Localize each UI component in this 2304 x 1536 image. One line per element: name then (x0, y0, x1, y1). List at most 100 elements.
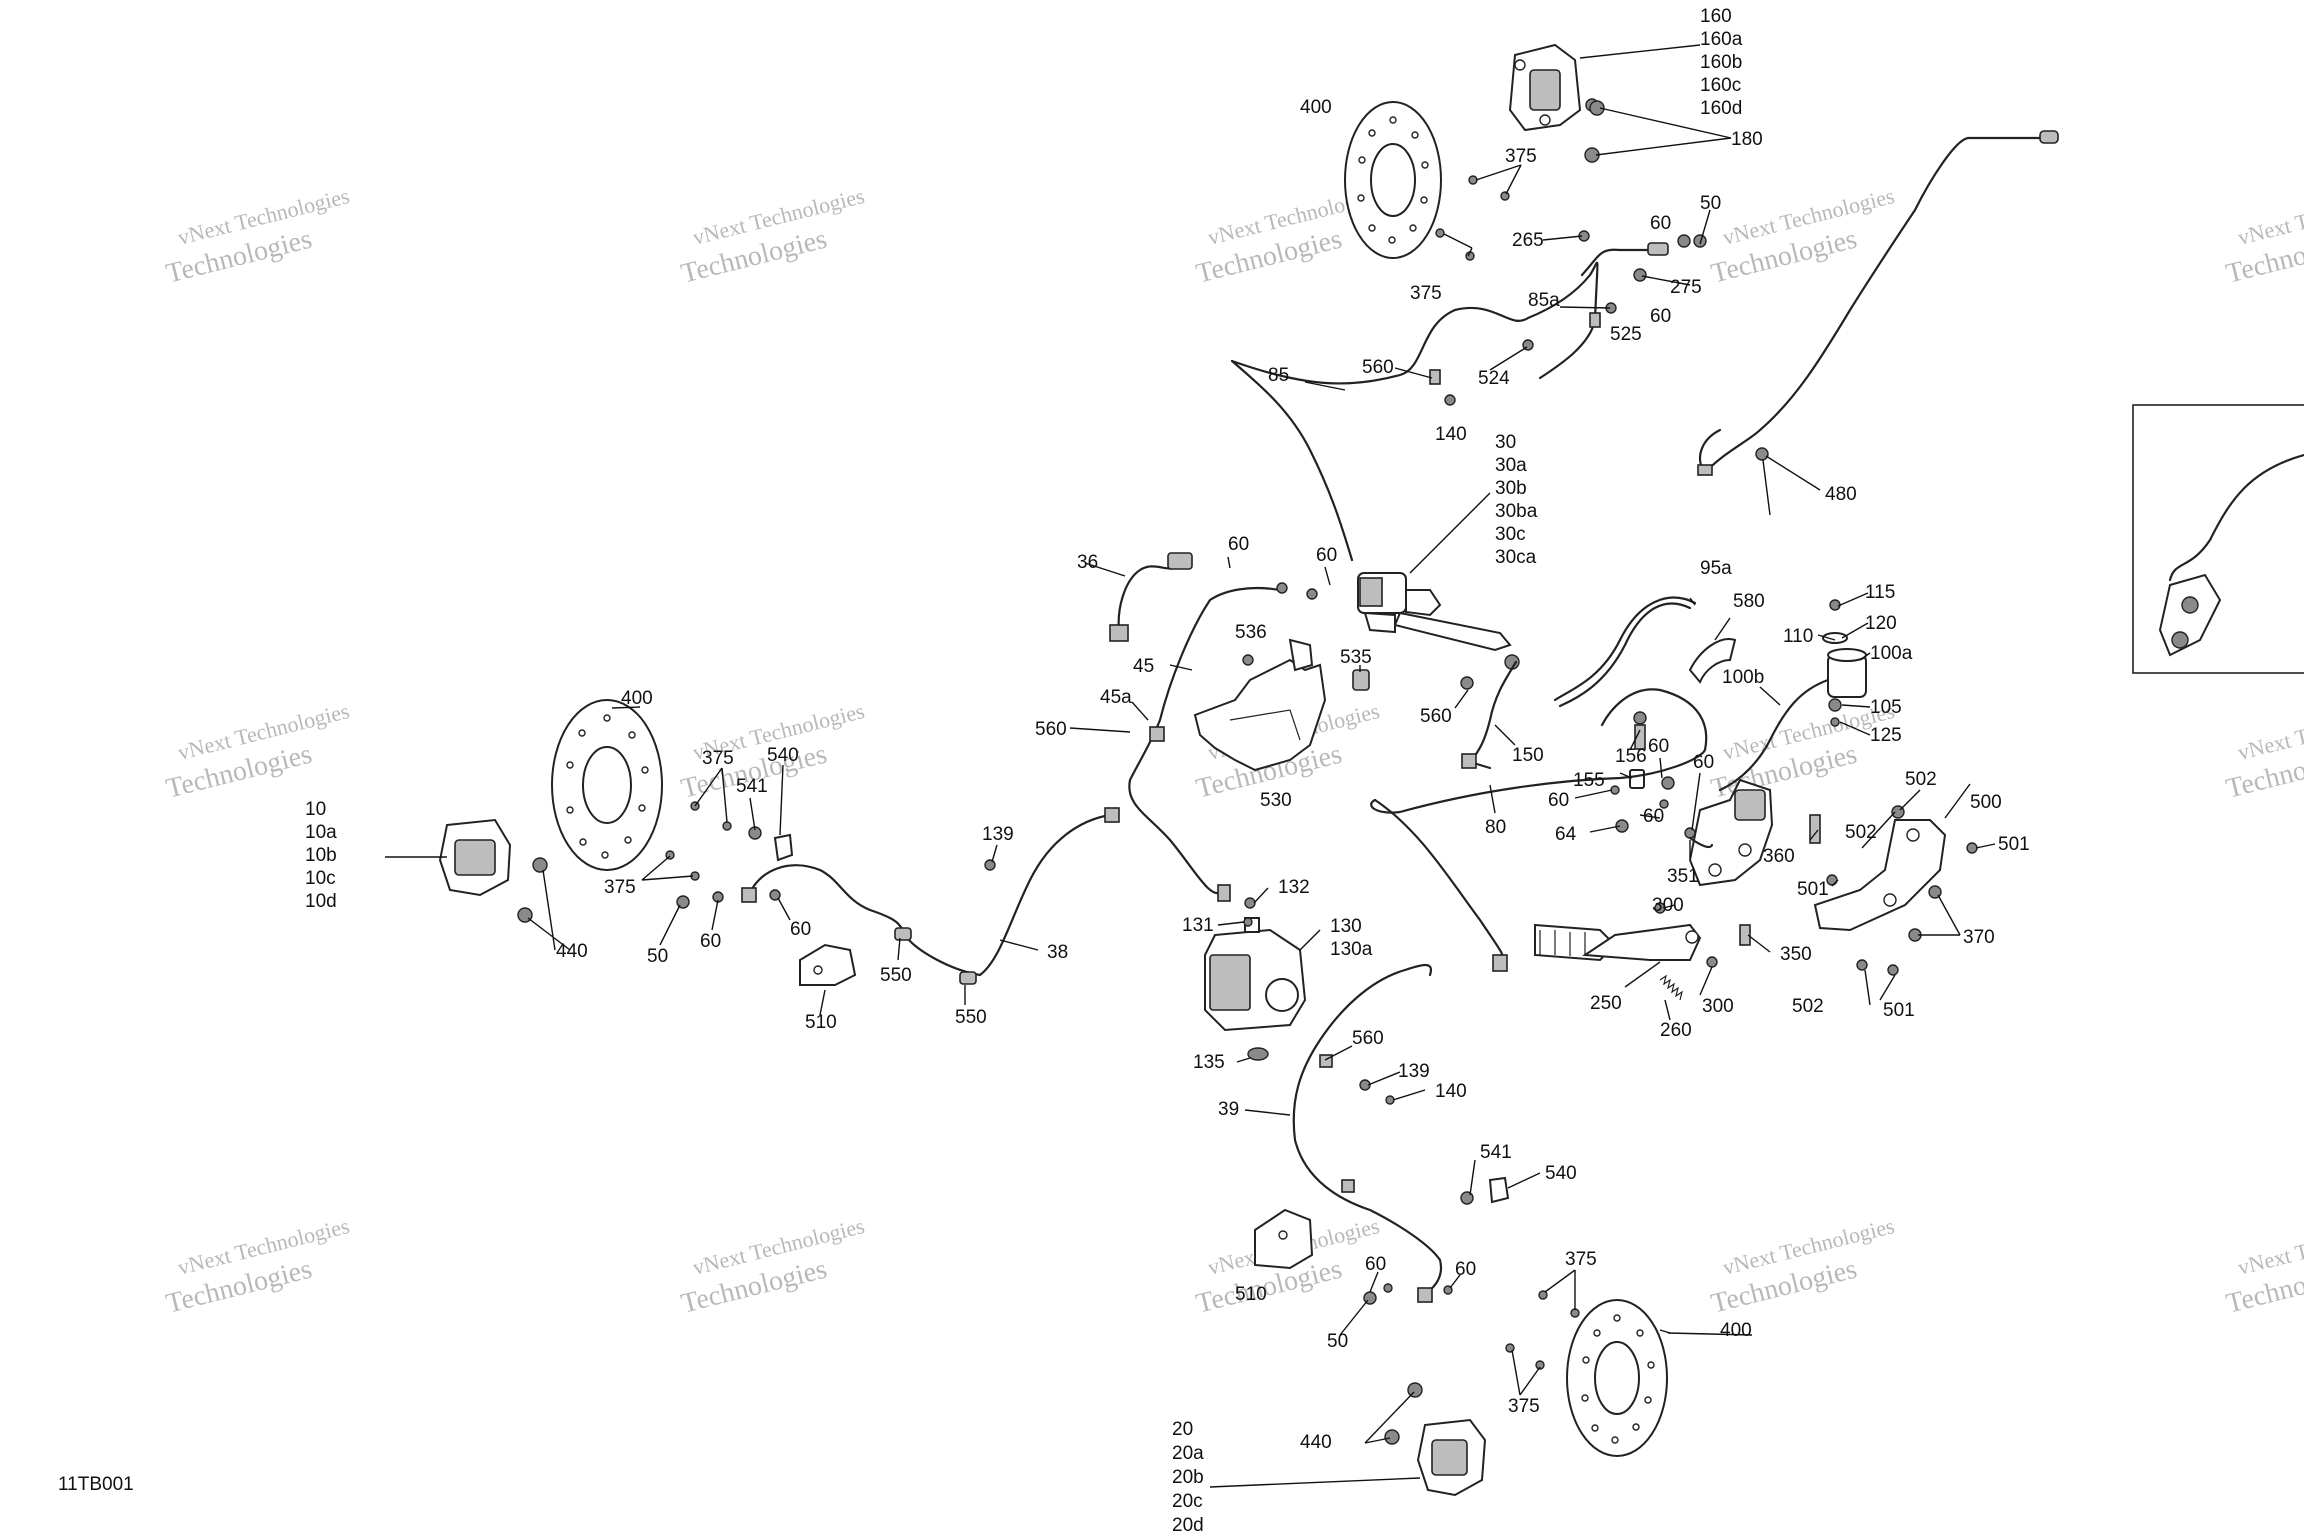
callout-560: 560 (1420, 706, 1452, 727)
callout-275: 275 (1670, 277, 1702, 298)
brake-disc-bottom (1566, 1299, 1668, 1457)
sensor-36 (1109, 552, 1193, 642)
callout-375: 375 (1565, 1249, 1597, 1270)
callout-36: 36 (1077, 552, 1098, 573)
callout-500: 500 (1970, 792, 2002, 813)
callout-85a: 85a (1528, 290, 1560, 311)
callout-265: 265 (1512, 230, 1544, 251)
callout-132: 132 (1278, 877, 1310, 898)
svg-text:vNext Technologies: vNext Technologies (2235, 183, 2304, 250)
brake-caliper-left (438, 818, 548, 923)
callout-10: 10 (305, 799, 326, 820)
watermark: vNext Technologies Technologies (2223, 183, 2304, 290)
hose-95a (1553, 596, 1697, 708)
callout-400-bottom: 400 (1720, 1320, 1752, 1341)
callout-501: 501 (1883, 1000, 1915, 1021)
brake-pedal-250 (1534, 923, 1702, 962)
callout-540: 540 (1545, 1163, 1577, 1184)
brake-line-85 (1230, 242, 1669, 562)
callout-labels: 160 160a 160b 160c 160d 400 180 375 375 … (58, 6, 2030, 1536)
watermark: vNext Technologies Technologies (678, 1213, 867, 1320)
callout-160a: 160a (1700, 29, 1743, 50)
callout-250: 250 (1590, 993, 1622, 1014)
callout-541: 541 (736, 776, 768, 797)
callout-160: 160 (1700, 6, 1732, 27)
callout-45: 45 (1133, 656, 1154, 677)
callout-524: 524 (1478, 368, 1510, 389)
callout-39: 39 (1218, 1099, 1239, 1120)
callout-20d: 20d (1172, 1515, 1204, 1536)
switch-156 (1610, 711, 1696, 839)
leader-lines (385, 44, 1996, 1488)
callout-60: 60 (700, 931, 721, 952)
callout-60: 60 (1228, 534, 1249, 555)
callout-50: 50 (1327, 1331, 1348, 1352)
callout-580: 580 (1733, 591, 1765, 612)
bracket-540-bottom (1460, 1176, 1510, 1205)
callout-60: 60 (1365, 1254, 1386, 1275)
callout-80: 80 (1485, 817, 1506, 838)
callout-30a: 30a (1495, 455, 1527, 476)
callout-560: 560 (1362, 357, 1394, 378)
callout-130a: 130a (1330, 939, 1373, 960)
callout-351: 351 (1667, 866, 1699, 887)
bracket-510-left (799, 943, 857, 986)
callout-38: 38 (1047, 942, 1068, 963)
brake-disc-top (1344, 101, 1442, 259)
watermark: vNext Technologies Technologies (163, 1213, 352, 1320)
callout-30ca: 30ca (1495, 547, 1537, 568)
bracket-510-bottom (1254, 1208, 1453, 1305)
callout-60: 60 (1693, 752, 1714, 773)
callout-535: 535 (1340, 647, 1372, 668)
brake-line-38 (741, 807, 1120, 977)
watermark: vNext Technologies Technologies (163, 698, 352, 805)
callout-440: 440 (556, 941, 588, 962)
svg-text:vNext Technologies: vNext Technologies (2235, 1213, 2304, 1280)
callout-150: 150 (1512, 745, 1544, 766)
watermark: vNext Technologies Technologies (163, 183, 352, 290)
callout-530: 530 (1260, 790, 1292, 811)
callout-100b: 100b (1722, 667, 1764, 688)
callout-501: 501 (1998, 834, 2030, 855)
callout-400-top: 400 (1300, 97, 1332, 118)
callout-350: 350 (1780, 944, 1812, 965)
abs-bracket-530 (1193, 638, 1327, 772)
callout-375: 375 (702, 748, 734, 769)
callout-10c: 10c (305, 868, 336, 889)
callout-50: 50 (647, 946, 668, 967)
brake-line-80 (1370, 688, 1708, 972)
callout-20c: 20c (1172, 1491, 1203, 1512)
callout-131: 131 (1182, 915, 1214, 936)
callout-375: 375 (1508, 1396, 1540, 1417)
callout-60: 60 (1643, 806, 1664, 827)
callout-550: 550 (880, 965, 912, 986)
callout-130: 130 (1330, 916, 1362, 937)
callout-560: 560 (1035, 719, 1067, 740)
parts-layer (438, 43, 2304, 1497)
callout-180: 180 (1731, 129, 1763, 150)
pedal-bracket-500 (1739, 805, 1978, 976)
watermark: vNext Technologies Technologies (2223, 1213, 2304, 1320)
callout-20: 20 (1172, 1419, 1193, 1440)
bolts-375-left (665, 801, 781, 909)
brake-caliper-bottom (1384, 1382, 1487, 1497)
callout-60: 60 (1650, 213, 1671, 234)
callout-64: 64 (1555, 824, 1577, 845)
callout-50: 50 (1700, 193, 1721, 214)
callout-550: 550 (955, 1007, 987, 1028)
callout-139: 139 (982, 824, 1014, 845)
brake-line-150 (1461, 660, 1518, 770)
callout-45a: 45a (1100, 687, 1132, 708)
bolt-300 (1654, 902, 1718, 968)
callout-115: 115 (1865, 582, 1895, 603)
callout-10d: 10d (305, 891, 337, 912)
callout-300: 300 (1702, 996, 1734, 1017)
callout-30c: 30c (1495, 524, 1526, 545)
callout-160c: 160c (1700, 75, 1741, 96)
callout-10b: 10b (305, 845, 337, 866)
callout-60: 60 (790, 919, 811, 940)
callout-510: 510 (805, 1012, 837, 1033)
callout-139: 139 (1398, 1061, 1430, 1082)
brake-disc-left (551, 699, 663, 871)
